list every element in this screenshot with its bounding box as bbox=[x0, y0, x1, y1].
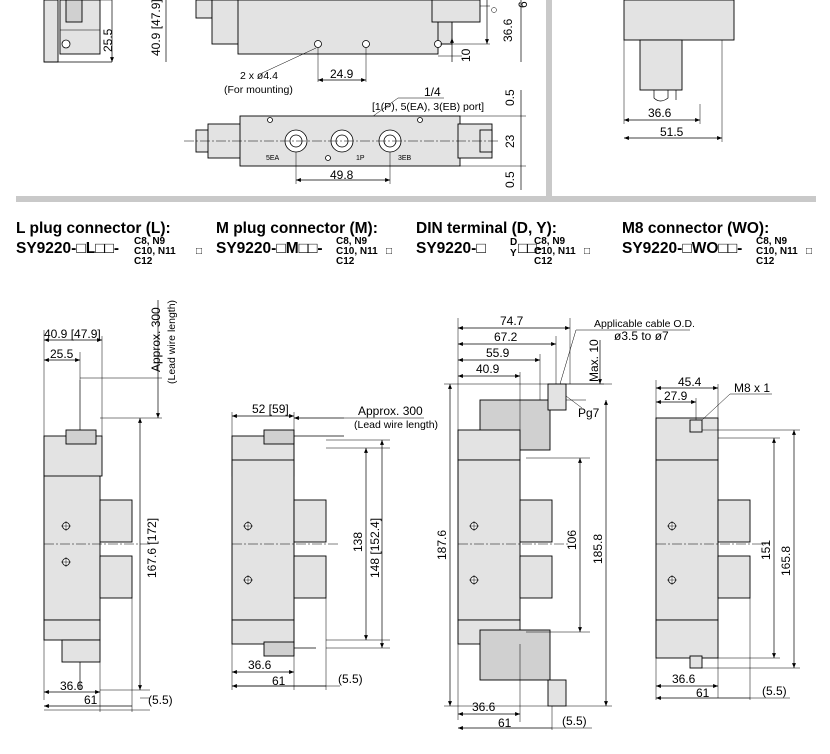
port-3eb-label: 3EB bbox=[398, 155, 412, 162]
din-w4: 40.9 bbox=[476, 362, 500, 376]
din-cable-val: ø3.5 to ø7 bbox=[614, 329, 669, 343]
din-b3: (5.5) bbox=[562, 714, 587, 728]
svg-text:DIN terminal (D, Y):: DIN terminal (D, Y): bbox=[416, 220, 557, 237]
svg-text:C8, N9: C8, N9 bbox=[336, 236, 368, 247]
pitch-24-9: 24.9 bbox=[330, 67, 354, 81]
l-b1: 36.6 bbox=[60, 679, 84, 693]
separator-horizontal bbox=[16, 196, 816, 202]
svg-text:SY9220-□WO□□-: SY9220-□WO□□- bbox=[622, 240, 742, 257]
right-dim-36-6: 36.6 bbox=[501, 18, 515, 42]
m-h2: 148 [152.4] bbox=[368, 518, 382, 578]
right-cut-dim: 6 bbox=[516, 1, 530, 8]
din-pg7: Pg7 bbox=[578, 406, 600, 420]
l-width-inner: 25.5 bbox=[50, 347, 74, 361]
svg-text:C12: C12 bbox=[336, 256, 355, 267]
svg-text:SY9220-□: SY9220-□ bbox=[416, 240, 486, 257]
m-b3: (5.5) bbox=[338, 672, 363, 686]
m8-h2: 165.8 bbox=[779, 546, 793, 576]
svg-text:C10, N11: C10, N11 bbox=[134, 246, 176, 257]
svg-text:□: □ bbox=[584, 246, 590, 257]
top-left-dim-25-5: 25.5 bbox=[101, 28, 115, 52]
m-width-top: 52 [59] bbox=[252, 402, 289, 416]
svg-text:SY9220-□L□□-: SY9220-□L□□- bbox=[16, 240, 119, 257]
svg-text:D: D bbox=[510, 237, 517, 248]
m8-b1: 36.6 bbox=[672, 672, 696, 686]
svg-text:□: □ bbox=[196, 246, 202, 257]
l-lead: Approx. 300 bbox=[149, 307, 163, 372]
top-left-side-view bbox=[43, 0, 114, 63]
separator-vertical bbox=[546, 0, 552, 196]
m8-w1: 45.4 bbox=[678, 375, 702, 389]
l-b2: 61 bbox=[84, 693, 98, 707]
m-h1: 138 bbox=[351, 532, 365, 552]
l-height: 167.6 [172] bbox=[145, 518, 159, 578]
l-width-top: 40.9 [47.9] bbox=[44, 327, 101, 341]
header-l-plug: L plug connector (L): SY9220-□L□□- C8, N… bbox=[16, 220, 202, 267]
svg-text:M8 connector (WO):: M8 connector (WO): bbox=[622, 220, 769, 237]
view-m-plug bbox=[231, 412, 424, 690]
m8-thread: M8 x 1 bbox=[734, 381, 770, 395]
svg-text:□: □ bbox=[386, 246, 392, 257]
mount-note: (For mounting) bbox=[224, 84, 293, 96]
port-1p-label: 1P bbox=[356, 155, 365, 162]
top-right-dim-51-5: 51.5 bbox=[660, 125, 684, 139]
side-dim-23: 23 bbox=[503, 134, 517, 148]
din-b1: 36.6 bbox=[472, 700, 496, 714]
din-w1: 74.7 bbox=[500, 314, 524, 328]
side-dim-bottom: 0.5 bbox=[503, 171, 517, 188]
svg-text:C10, N11: C10, N11 bbox=[756, 246, 798, 257]
din-cable: Applicable cable O.D. bbox=[594, 318, 695, 330]
l-b3: (5.5) bbox=[148, 693, 173, 707]
side-dim-top: 0.5 bbox=[503, 89, 517, 106]
top-left-dim-40-9: 40.9 [47.9] bbox=[149, 0, 163, 56]
header-m8-connector: M8 connector (WO): SY9220-□WO□□- C8, N9 … bbox=[622, 220, 812, 267]
top-mid-valve-view bbox=[165, 0, 497, 82]
top-right-dim-36-6: 36.6 bbox=[648, 106, 672, 120]
m-b1: 36.6 bbox=[248, 658, 272, 672]
svg-text:□: □ bbox=[806, 246, 812, 257]
m-b2: 61 bbox=[272, 674, 286, 688]
svg-text:□□-: □□- bbox=[518, 240, 542, 257]
m8-b2: 61 bbox=[696, 686, 710, 700]
svg-text:C10, N11: C10, N11 bbox=[534, 246, 576, 257]
bottom-width-49-8: 49.8 bbox=[330, 168, 354, 182]
m8-h1: 151 bbox=[759, 540, 773, 560]
svg-text:SY9220-□M□□-: SY9220-□M□□- bbox=[216, 240, 323, 257]
din-h-total: 187.6 bbox=[435, 530, 449, 560]
din-h2: 185.8 bbox=[591, 534, 605, 564]
din-max: Max. 10 bbox=[587, 339, 601, 382]
view-din-terminal bbox=[444, 318, 690, 730]
svg-text:C10, N11: C10, N11 bbox=[336, 246, 378, 257]
svg-text:M plug connector (M):: M plug connector (M): bbox=[216, 220, 378, 237]
port-5ea-label: 5EA bbox=[266, 155, 280, 162]
din-w3: 55.9 bbox=[486, 346, 510, 360]
svg-text:C12: C12 bbox=[756, 256, 775, 267]
top-mid-bottom-view bbox=[184, 90, 526, 190]
view-m8-connector bbox=[655, 380, 800, 700]
svg-text:C8, N9: C8, N9 bbox=[134, 236, 166, 247]
view-l-plug bbox=[43, 300, 162, 712]
svg-text:C12: C12 bbox=[534, 256, 553, 267]
din-b2: 61 bbox=[498, 716, 512, 730]
m8-b3: (5.5) bbox=[762, 684, 787, 698]
l-lead-note: (Lead wire length) bbox=[166, 300, 178, 384]
din-h1: 106 bbox=[565, 530, 579, 550]
top-right-view bbox=[623, 0, 735, 142]
svg-text:C12: C12 bbox=[134, 256, 153, 267]
port-size: 1/4 bbox=[424, 85, 441, 99]
din-w2: 67.2 bbox=[494, 330, 518, 344]
port-note: [1(P), 5(EA), 3(EB) port] bbox=[372, 101, 484, 113]
right-dim-10: 10 bbox=[459, 48, 473, 62]
svg-text:C8, N9: C8, N9 bbox=[534, 236, 566, 247]
m-lead-note: (Lead wire length) bbox=[354, 419, 438, 431]
mount-holes-label: 2 x ø4.4 bbox=[240, 70, 278, 82]
header-din-terminal: DIN terminal (D, Y): SY9220-□ D Y □□- C8… bbox=[416, 220, 590, 267]
svg-text:Y: Y bbox=[510, 248, 517, 259]
m8-w2: 27.9 bbox=[664, 389, 688, 403]
svg-text:L plug connector (L):: L plug connector (L): bbox=[16, 220, 171, 237]
header-m-plug: M plug connector (M): SY9220-□M□□- C8, N… bbox=[216, 220, 392, 267]
svg-text:C8, N9: C8, N9 bbox=[756, 236, 788, 247]
m-lead: Approx. 300 bbox=[358, 404, 423, 418]
